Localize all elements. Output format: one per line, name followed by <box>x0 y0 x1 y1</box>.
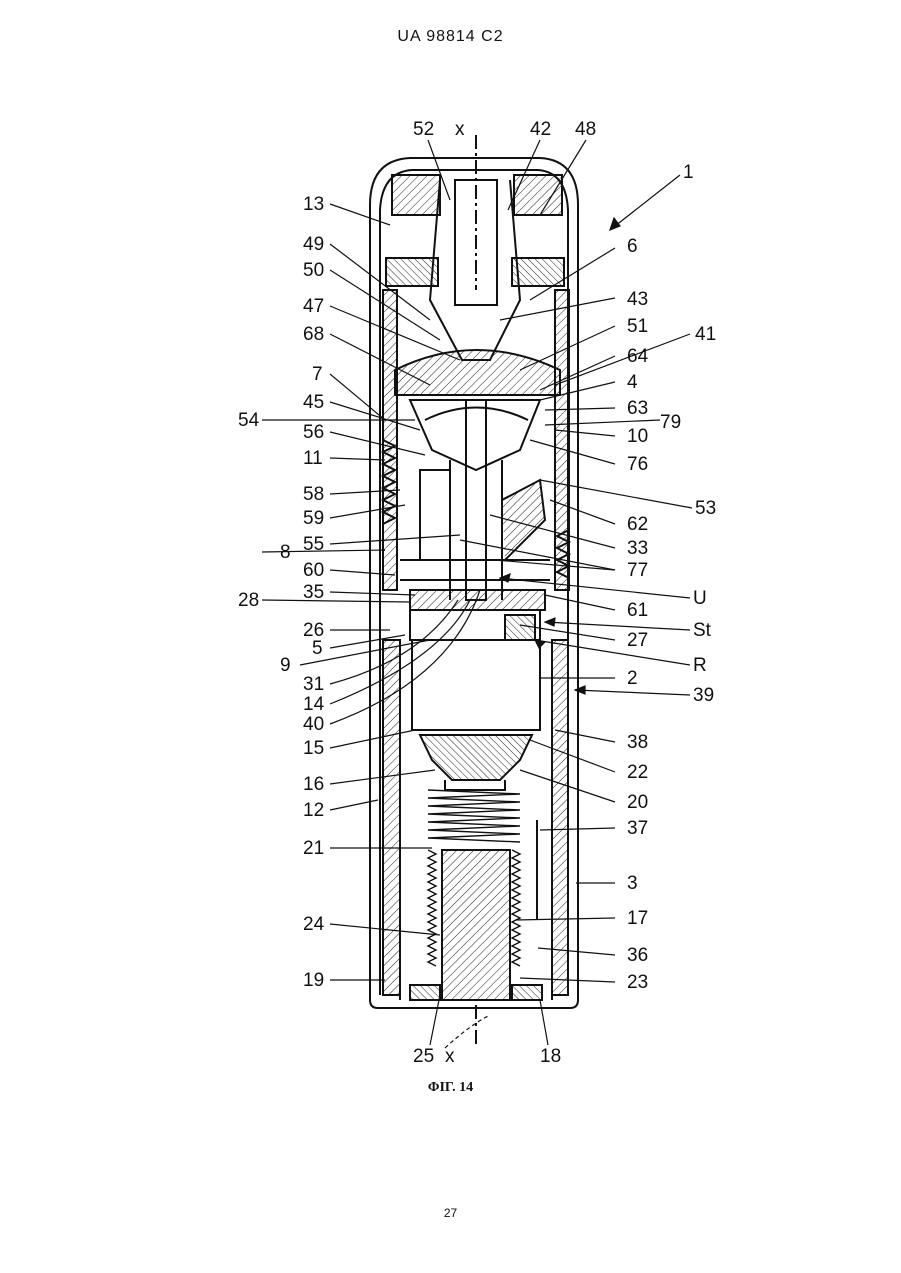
label-76: 76 <box>627 454 648 475</box>
label-59: 59 <box>303 508 324 529</box>
label-38: 38 <box>627 732 648 753</box>
label-50: 50 <box>303 260 324 281</box>
label-56: 56 <box>303 422 324 443</box>
label-77: 77 <box>627 560 648 581</box>
label-58: 58 <box>303 484 324 505</box>
label-St: St <box>693 620 712 641</box>
label-8: 8 <box>280 542 291 563</box>
label-52: 52 <box>413 119 434 140</box>
label-R: R <box>693 655 707 676</box>
label-55: 55 <box>303 534 324 555</box>
label-60: 60 <box>303 560 324 581</box>
label-48: 48 <box>575 119 596 140</box>
label-61: 61 <box>627 600 648 621</box>
label-15: 15 <box>303 738 324 759</box>
label-35: 35 <box>303 582 324 603</box>
page-number: 27 <box>0 1206 901 1220</box>
label-1: 1 <box>683 162 694 183</box>
label-25: 25 <box>413 1046 434 1067</box>
label-41: 41 <box>695 324 716 345</box>
label-5: 5 <box>312 638 323 659</box>
label-39: 39 <box>693 685 714 706</box>
label-4: 4 <box>627 372 638 393</box>
label-3: 3 <box>627 873 638 894</box>
label-21: 21 <box>303 838 324 859</box>
label-12: 12 <box>303 800 324 821</box>
label-17: 17 <box>627 908 648 929</box>
label-16: 16 <box>303 774 324 795</box>
label-9: 9 <box>280 655 291 676</box>
label-2: 2 <box>627 668 638 689</box>
label-47: 47 <box>303 296 324 317</box>
label-24: 24 <box>303 914 325 935</box>
label-63: 63 <box>627 398 648 419</box>
label-40: 40 <box>303 714 324 735</box>
label-42: 42 <box>530 119 551 140</box>
label-11: 11 <box>303 448 323 469</box>
label-45: 45 <box>303 392 324 413</box>
label-13: 13 <box>303 194 324 215</box>
device-body <box>370 135 578 1045</box>
label-6: 6 <box>627 236 638 257</box>
label-19: 19 <box>303 970 324 991</box>
label-49: 49 <box>303 234 324 255</box>
label-23: 23 <box>627 972 648 993</box>
label-18: 18 <box>540 1046 561 1067</box>
label-22: 22 <box>627 762 648 783</box>
label-31: 31 <box>303 674 324 695</box>
label-54: 54 <box>238 410 260 431</box>
label-20: 20 <box>627 792 648 813</box>
label-37: 37 <box>627 818 648 839</box>
label-62: 62 <box>627 514 648 535</box>
label-10: 10 <box>627 426 648 447</box>
label-14: 14 <box>303 694 325 715</box>
label-33: 33 <box>627 538 648 559</box>
label-43: 43 <box>627 289 648 310</box>
label-U: U <box>693 588 707 609</box>
label-27: 27 <box>627 630 648 651</box>
label-28: 28 <box>238 590 259 611</box>
label-79: 79 <box>660 412 681 433</box>
label-68: 68 <box>303 324 324 345</box>
label-x-top: x <box>455 119 465 140</box>
figure-caption: ΦΙΓ. 14 <box>0 1080 901 1096</box>
label-64: 64 <box>627 346 649 367</box>
label-36: 36 <box>627 945 648 966</box>
label-7: 7 <box>312 364 323 385</box>
label-x-bottom: x <box>445 1046 455 1067</box>
label-51: 51 <box>627 316 648 337</box>
label-53: 53 <box>695 498 716 519</box>
